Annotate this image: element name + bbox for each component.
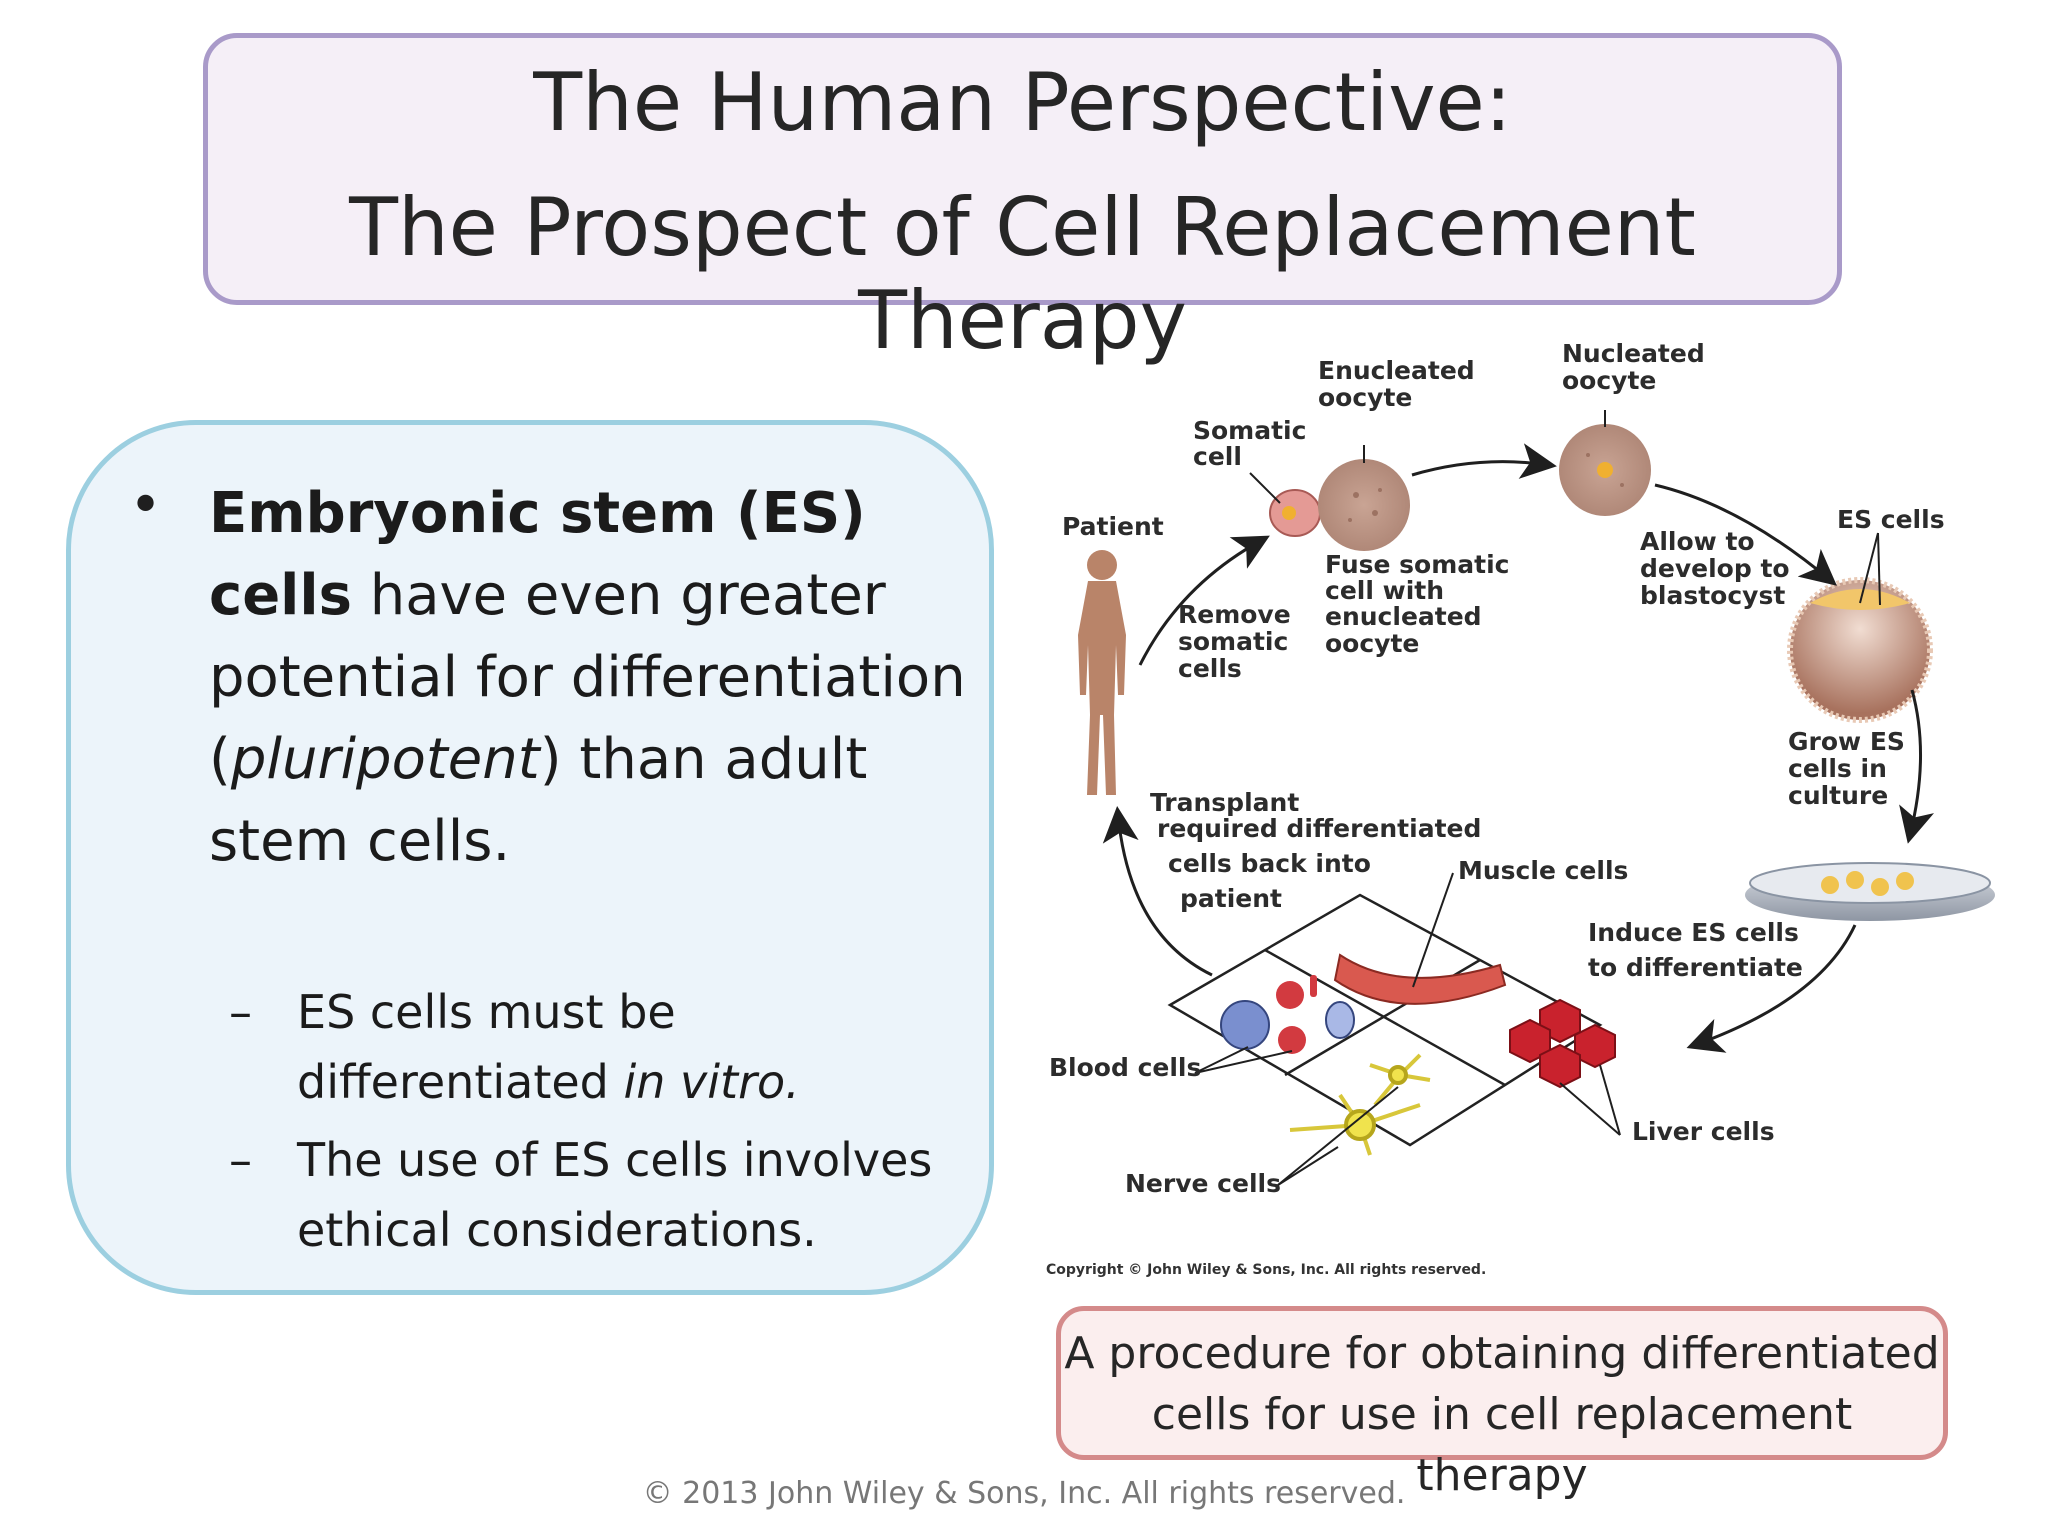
label-nucleated-1: Nucleated [1562, 339, 1705, 368]
label-grow-1: Grow ES [1788, 727, 1905, 756]
bullet-marker: • [129, 473, 163, 538]
label-enucleated-2: oocyte [1318, 383, 1412, 412]
label-remove-2: somatic [1178, 627, 1288, 656]
slide-title-line-1: The Human Perspective: [533, 56, 1512, 149]
sub-bullet-1-text: ES cells must be differentiated [297, 985, 676, 1109]
label-remove-3: cells [1178, 654, 1242, 683]
label-fuse-2: cell with [1325, 576, 1444, 605]
label-transplant-1: Transplant [1150, 788, 1299, 817]
sub-bullet-dash: – [229, 985, 252, 1039]
arrow-to-culture [1899, 689, 1935, 844]
label-allow-1: Allow to [1640, 527, 1755, 556]
label-muscle: Muscle cells [1458, 856, 1628, 885]
label-somatic-2: cell [1193, 442, 1242, 471]
label-allow-3: blastocyst [1640, 581, 1785, 610]
cell-therapy-diagram: Patient Somatic cell Enucleated oocyte N… [1046, 339, 1995, 1278]
label-grow-3: culture [1788, 781, 1888, 810]
label-allow-2: develop to [1640, 554, 1790, 583]
caption-box: A procedure for obtaining differentiated… [1056, 1306, 1948, 1501]
caption-line-2: cells for use in cell replacement therap… [1151, 1389, 1853, 1501]
arrow-induce [1686, 924, 1857, 1053]
label-nucleated-2: oocyte [1562, 366, 1656, 395]
label-fuse-1: Fuse somatic [1325, 550, 1510, 579]
label-somatic-1: Somatic [1193, 416, 1306, 445]
label-patient: Patient [1062, 512, 1164, 541]
arrow-remove-somatic [1138, 535, 1270, 666]
liver-cells [1509, 998, 1616, 1089]
sub-bullet-1-italic: in vitro. [623, 1055, 800, 1109]
main-bullet-text-a: have even greater potential for differen… [209, 563, 966, 792]
label-transplant-2: required differentiated [1157, 814, 1481, 843]
label-transplant-3: cells back into [1168, 849, 1371, 878]
arrow-to-nucleated [1411, 443, 1557, 479]
label-fuse-3: enucleated [1325, 602, 1482, 631]
blastocyst [1787, 577, 1933, 723]
label-induce-1: Induce ES cells [1588, 918, 1799, 947]
slide-title-line-2: The Prospect of Cell Replacement Therapy [349, 181, 1696, 367]
label-es-cells: ES cells [1837, 505, 1945, 534]
nucleated-oocyte [1559, 424, 1651, 516]
main-bullet-bold: Embryonic stem (ES) cells [209, 481, 866, 628]
enucleated-oocyte [1318, 459, 1410, 551]
label-transplant-4: patient [1180, 884, 1282, 913]
main-bullet-italic: pluripotent [230, 727, 540, 792]
somatic-cell [1269, 489, 1321, 537]
main-bullet-text-b: ) than adult stem cells. [209, 727, 868, 874]
label-liver: Liver cells [1632, 1117, 1775, 1146]
sub-bullet-dash: – [229, 1133, 252, 1187]
label-nerve: Nerve cells [1125, 1169, 1281, 1198]
label-induce-2: to differentiate [1588, 953, 1803, 982]
arrow-to-blastocyst [1654, 483, 1837, 586]
sub-bullet-2-text: The use of ES cells involves ethical con… [297, 1133, 933, 1257]
arrow-transplant [1102, 806, 1213, 977]
label-blood: Blood cells [1049, 1053, 1201, 1082]
caption-line-1: A procedure for obtaining differentiated [1064, 1328, 1940, 1379]
title-box: The Human Perspective: The Prospect of C… [203, 33, 1842, 367]
nerve-cells [1289, 1053, 1431, 1156]
culture-dish [1745, 862, 1995, 921]
patient-figure [1078, 550, 1126, 795]
blood-cells [1220, 975, 1355, 1054]
content-box: • Embryonic stem (ES) cells have even gr… [66, 420, 994, 1295]
main-bullet-text: Embryonic stem (ES) cells have even grea… [209, 473, 969, 883]
diagram-copyright: Copyright © John Wiley & Sons, Inc. All … [1046, 1262, 1486, 1278]
muscle-cell [1333, 953, 1507, 1005]
label-grow-2: cells in [1788, 754, 1887, 783]
label-enucleated-1: Enucleated [1318, 356, 1475, 385]
label-fuse-4: oocyte [1325, 629, 1419, 658]
footer-copyright: © 2013 John Wiley & Sons, Inc. All right… [642, 1476, 1406, 1511]
label-remove-1: Remove [1178, 600, 1291, 629]
